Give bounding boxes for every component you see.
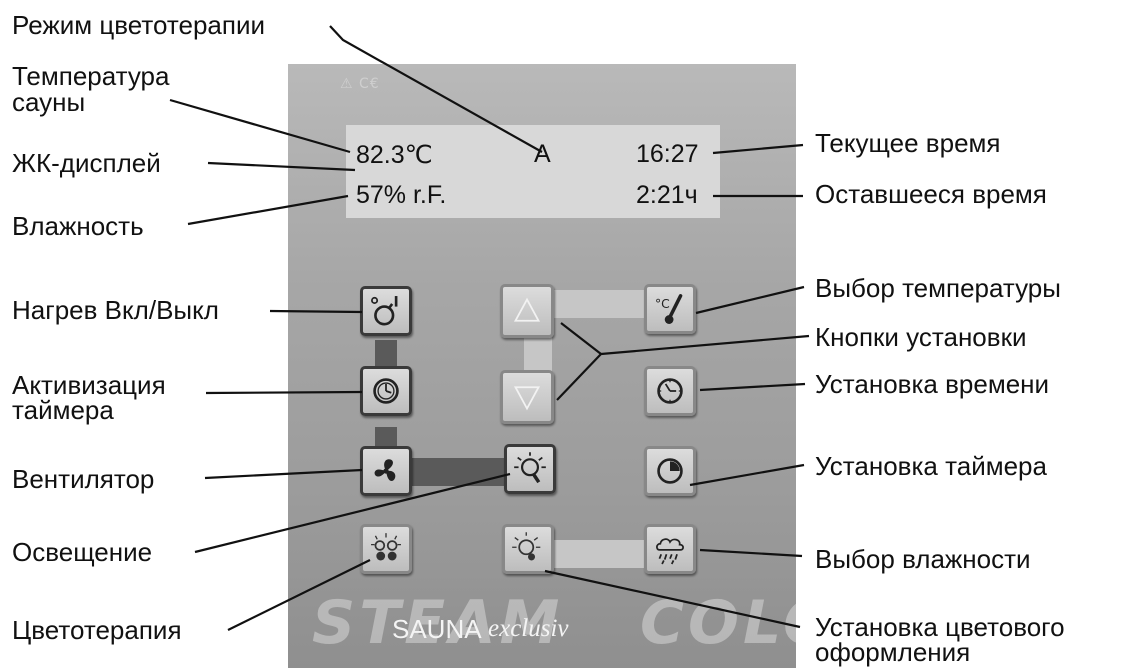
- up-button[interactable]: [500, 284, 554, 338]
- label-lighting: Освещение: [12, 537, 153, 567]
- label-current-time: Текущее время: [815, 128, 1001, 158]
- light-button[interactable]: [504, 444, 556, 494]
- label-color-design-l2: оформления: [815, 637, 971, 667]
- cloud-rain-icon: [656, 538, 684, 565]
- heat-onoff-button[interactable]: [360, 286, 412, 336]
- label-remaining-time: Оставшееся время: [815, 179, 1047, 209]
- clock-icon: [373, 378, 399, 404]
- timer-activate-button[interactable]: [360, 366, 412, 416]
- brand-logo-sub: exclusiv: [488, 615, 569, 642]
- label-lcd-display: ЖК-дисплей: [12, 148, 161, 178]
- lcd-display: 82.3℃ A 16:27 57% r.F. 2:21ч: [346, 125, 720, 218]
- label-color-mode: Режим цветотерапии: [12, 10, 266, 40]
- fan-button[interactable]: [360, 446, 412, 496]
- connector-strip: [375, 427, 397, 451]
- brand-logo-main: SAUNA: [392, 614, 482, 644]
- label-sauna-temp-l2: сауны: [12, 87, 86, 117]
- triangle-down-icon: [513, 386, 541, 411]
- label-color-design-l1: Установка цветового: [815, 612, 1065, 642]
- lcd-remaining: 2:21ч: [636, 181, 698, 209]
- color-therapy-button[interactable]: [360, 524, 412, 574]
- lcd-humidity: 57% r.F.: [356, 181, 447, 209]
- svg-text:°C: °C: [655, 297, 670, 311]
- timer-icon: [657, 458, 683, 484]
- down-button[interactable]: [500, 370, 554, 424]
- label-heat-onoff: Нагрев Вкл/Выкл: [12, 295, 219, 325]
- label-timer-setting: Установка таймера: [815, 451, 1047, 481]
- temp-select-button[interactable]: °C: [644, 284, 696, 334]
- connector-strip: [554, 540, 654, 568]
- multi-bulb-icon: [371, 533, 401, 561]
- lcd-temperature: 82.3℃: [356, 141, 433, 169]
- thermometer-icon: °C: [655, 294, 683, 324]
- connector-strip: [412, 458, 504, 486]
- bulb-rays-icon: [512, 532, 541, 561]
- clock-icon: [657, 378, 683, 404]
- triangle-up-icon: [513, 297, 541, 322]
- label-humidity-select: Выбор влажности: [815, 544, 1031, 574]
- label-timer-activate-l2: таймера: [12, 395, 114, 425]
- label-fan: Вентилятор: [12, 464, 155, 494]
- fan-icon: [374, 459, 396, 481]
- label-temp-select: Выбор температуры: [815, 273, 1061, 303]
- label-sauna-temp-l1: Температура: [12, 61, 170, 91]
- label-setting-buttons: Кнопки установки: [815, 322, 1027, 352]
- humidity-select-button[interactable]: [644, 524, 696, 574]
- color-design-button[interactable]: [502, 524, 554, 574]
- label-time-setting: Установка времени: [815, 369, 1050, 399]
- lcd-mode: A: [534, 140, 551, 168]
- time-setting-button[interactable]: [644, 366, 696, 416]
- connector-strip: [554, 290, 654, 318]
- certification-marks: ⚠ C€: [340, 76, 380, 92]
- label-humidity: Влажность: [12, 211, 144, 241]
- label-color-therapy: Цветотерапия: [12, 615, 182, 645]
- lightbulb-icon: [514, 452, 546, 484]
- timer-setting-button[interactable]: [644, 446, 696, 496]
- power-dial-icon: [371, 296, 398, 326]
- label-timer-activate-l1: Активизация: [12, 370, 166, 400]
- lcd-clock: 16:27: [636, 140, 699, 168]
